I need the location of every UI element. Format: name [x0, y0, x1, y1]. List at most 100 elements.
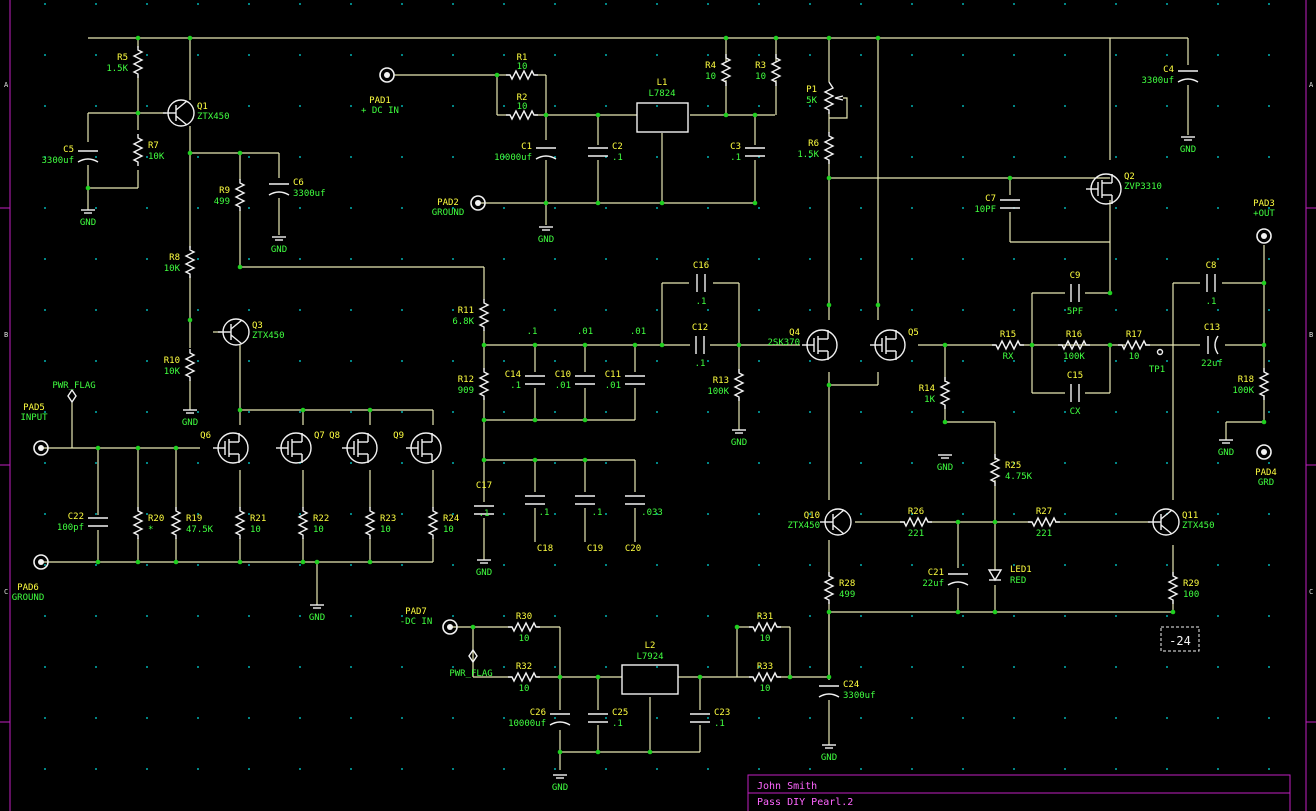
junction [582, 457, 588, 463]
transistor-emitter [230, 334, 243, 345]
transistor-value: ZTX450 [1182, 521, 1215, 531]
grid-dot [44, 717, 46, 719]
grid-dot [197, 513, 199, 515]
junction [955, 609, 961, 615]
grid-dot [248, 3, 250, 5]
grid-dot [452, 462, 454, 464]
pad-hole [475, 200, 481, 206]
capacitor-value: .1 [695, 359, 706, 369]
resistor-value: 10 [517, 62, 528, 72]
grid-dot [452, 54, 454, 56]
grid-dot [1115, 156, 1117, 158]
grid-dot [962, 54, 964, 56]
grid-dot [401, 411, 403, 413]
grid-dot [809, 258, 811, 260]
grid-dot [1166, 615, 1168, 617]
grid-dot [1268, 666, 1270, 668]
grid-dot [452, 207, 454, 209]
grid-dot [95, 105, 97, 107]
grid-dot [1013, 462, 1015, 464]
grid-dot [860, 54, 862, 56]
grid-dot [1013, 360, 1015, 362]
grid-dot [1013, 156, 1015, 158]
grid-dot [656, 462, 658, 464]
capacitor-ref: C18 [537, 544, 553, 554]
capacitor-ref: C6 [293, 178, 304, 188]
grid-dot [1013, 513, 1015, 515]
junction [314, 559, 320, 565]
junction [543, 200, 549, 206]
grid-dot [554, 411, 556, 413]
grid-dot [1268, 615, 1270, 617]
grid-dot [911, 105, 913, 107]
junction [481, 342, 487, 348]
gnd-label: GND [937, 463, 953, 473]
junction [826, 382, 832, 388]
resistor-r3 [770, 54, 782, 86]
grid-dot [350, 54, 352, 56]
pad-ref: PAD1 [369, 96, 391, 106]
grid-dot [1115, 666, 1117, 668]
resistor-r29 [1167, 572, 1179, 604]
grid-dots [44, 3, 1270, 770]
grid-dot [248, 156, 250, 158]
junction [787, 674, 793, 680]
regulator-l1 [636, 102, 689, 133]
resistor-value: 10 [1129, 352, 1140, 362]
gnd-label: GND [182, 418, 198, 428]
grid-dot [95, 717, 97, 719]
grid-dot [707, 3, 709, 5]
grid-dot [605, 411, 607, 413]
grid-dot [95, 207, 97, 209]
resistor-value: * [148, 525, 153, 535]
grid-dot [1268, 462, 1270, 464]
grid-dot [1268, 207, 1270, 209]
grid-dot [1013, 411, 1015, 413]
junction [752, 200, 758, 206]
capacitor-plate [1214, 335, 1219, 355]
resistor-ref: R20 [148, 514, 164, 524]
capacitor-plate [77, 158, 99, 163]
resistor-ref: R27 [1036, 507, 1052, 517]
pwr-flag-label: PWR_FLAG [52, 381, 95, 391]
grid-dot [656, 3, 658, 5]
capacitor-ref: C5 [63, 145, 74, 155]
grid-dot [707, 105, 709, 107]
resistor-ref: R3 [755, 61, 766, 71]
capacitor-ref: C26 [530, 708, 546, 718]
resistor-ref: R15 [1000, 330, 1016, 340]
grid-dot [503, 564, 505, 566]
grid-dot [1166, 207, 1168, 209]
grid-dot [503, 3, 505, 5]
grid-dot [962, 3, 964, 5]
junction [187, 35, 193, 41]
capacitor-ref: C8 [1206, 261, 1217, 271]
grid-dot [503, 768, 505, 770]
grid-dot [1268, 105, 1270, 107]
grid-dot [809, 768, 811, 770]
grid-dot [860, 564, 862, 566]
junction [173, 445, 179, 451]
grid-dot [299, 768, 301, 770]
resistor-ref: R33 [757, 662, 773, 672]
grid-dot [1166, 3, 1168, 5]
regulator-ref: L1 [657, 78, 668, 88]
grid-dot [1217, 564, 1219, 566]
grid-dot [1115, 564, 1117, 566]
grid-dot [146, 360, 148, 362]
grid-dot [1115, 207, 1117, 209]
grid-dot [656, 513, 658, 515]
grid-dot [707, 54, 709, 56]
grid-dot [1013, 666, 1015, 668]
transistor-ref: Q3 [252, 321, 263, 331]
resistor-value: 1.5K [106, 64, 128, 74]
gnd-label: GND [309, 613, 325, 623]
grid-dot [248, 462, 250, 464]
grid-dot [44, 564, 46, 566]
grid-dot [1064, 258, 1066, 260]
border-letter: C [4, 588, 8, 596]
grid-dot [452, 513, 454, 515]
grid-dot [1217, 462, 1219, 464]
grid-dot [911, 768, 913, 770]
grid-dot [809, 156, 811, 158]
